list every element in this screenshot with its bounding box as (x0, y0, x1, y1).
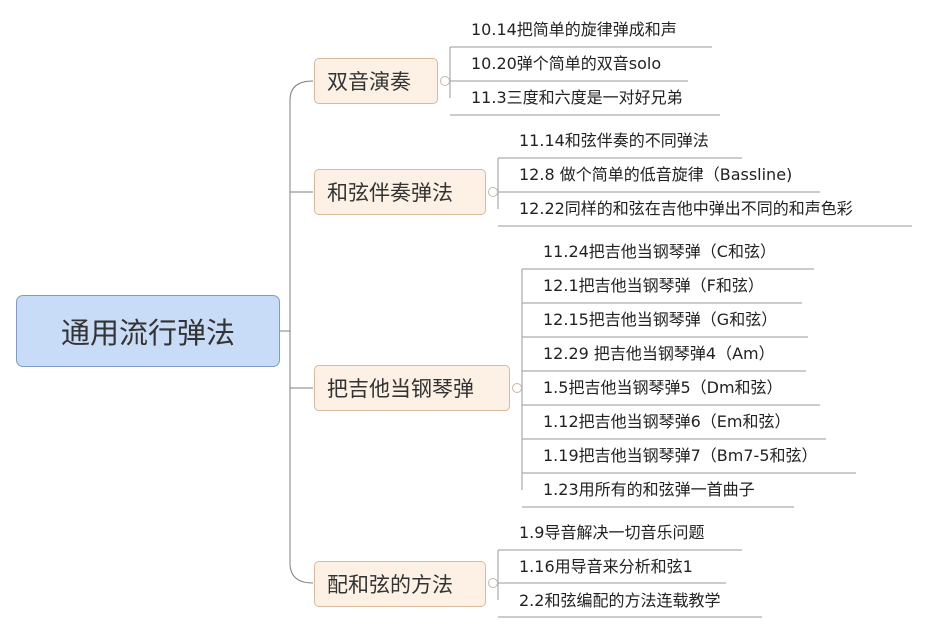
branch-topic-label: 把吉他当钢琴弹 (327, 377, 474, 401)
leaf-topic[interactable]: 10.14把简单的旋律弹成和声 (471, 20, 677, 39)
collapse-toggle-icon[interactable] (512, 383, 522, 393)
leaf-topic[interactable]: 12.8 做个简单的低音旋律（Bassline) (519, 165, 793, 184)
leaf-topic[interactable]: 11.14和弦伴奏的不同弹法 (519, 131, 709, 150)
leaf-topic[interactable]: 1.9导音解决一切音乐问题 (519, 523, 705, 542)
collapse-toggle-icon[interactable] (440, 76, 450, 86)
leaf-topic[interactable]: 1.16用导音来分析和弦1 (519, 557, 693, 576)
branch-topic-guitar-as-piano[interactable]: 把吉他当钢琴弹 (314, 365, 510, 411)
collapse-toggle-icon[interactable] (488, 578, 498, 588)
leaf-topic[interactable]: 12.15把吉他当钢琴弹（G和弦） (543, 310, 778, 329)
branch-topic-double-stops[interactable]: 双音演奏 (314, 58, 438, 104)
root-topic-label: 通用流行弹法 (60, 316, 235, 350)
branch-topic-chord-accompaniment[interactable]: 和弦伴奏弹法 (314, 169, 486, 215)
leaf-topic[interactable]: 12.22同样的和弦在吉他中弹出不同的和声色彩 (519, 199, 853, 218)
leaf-topic[interactable]: 1.23用所有的和弦弹一首曲子 (543, 480, 755, 499)
collapse-toggle-icon[interactable] (488, 187, 498, 197)
leaf-topic[interactable]: 1.5把吉他当钢琴弹5（Dm和弦） (543, 378, 783, 397)
leaf-topic[interactable]: 1.19把吉他当钢琴弹7（Bm7-5和弦） (543, 446, 818, 465)
branch-topic-label: 和弦伴奏弹法 (327, 181, 453, 205)
leaf-topic[interactable]: 11.24把吉他当钢琴弹（C和弦） (543, 242, 776, 261)
leaf-topic[interactable]: 11.3三度和六度是一对好兄弟 (471, 88, 683, 107)
branch-topic-label: 双音演奏 (327, 70, 411, 94)
branch-topic-label: 配和弦的方法 (327, 573, 453, 597)
branch-topic-chord-arranging[interactable]: 配和弦的方法 (314, 561, 486, 607)
leaf-topic[interactable]: 1.12把吉他当钢琴弹6（Em和弦） (543, 412, 791, 431)
leaf-topic[interactable]: 12.1把吉他当钢琴弹（F和弦） (543, 276, 764, 295)
leaf-topic[interactable]: 2.2和弦编配的方法连载教学 (519, 591, 721, 610)
leaf-topic[interactable]: 10.20弹个简单的双音solo (471, 54, 662, 73)
leaf-topic[interactable]: 12.29 把吉他当钢琴弹4（Am） (543, 344, 775, 363)
root-topic[interactable]: 通用流行弹法 (16, 295, 280, 367)
